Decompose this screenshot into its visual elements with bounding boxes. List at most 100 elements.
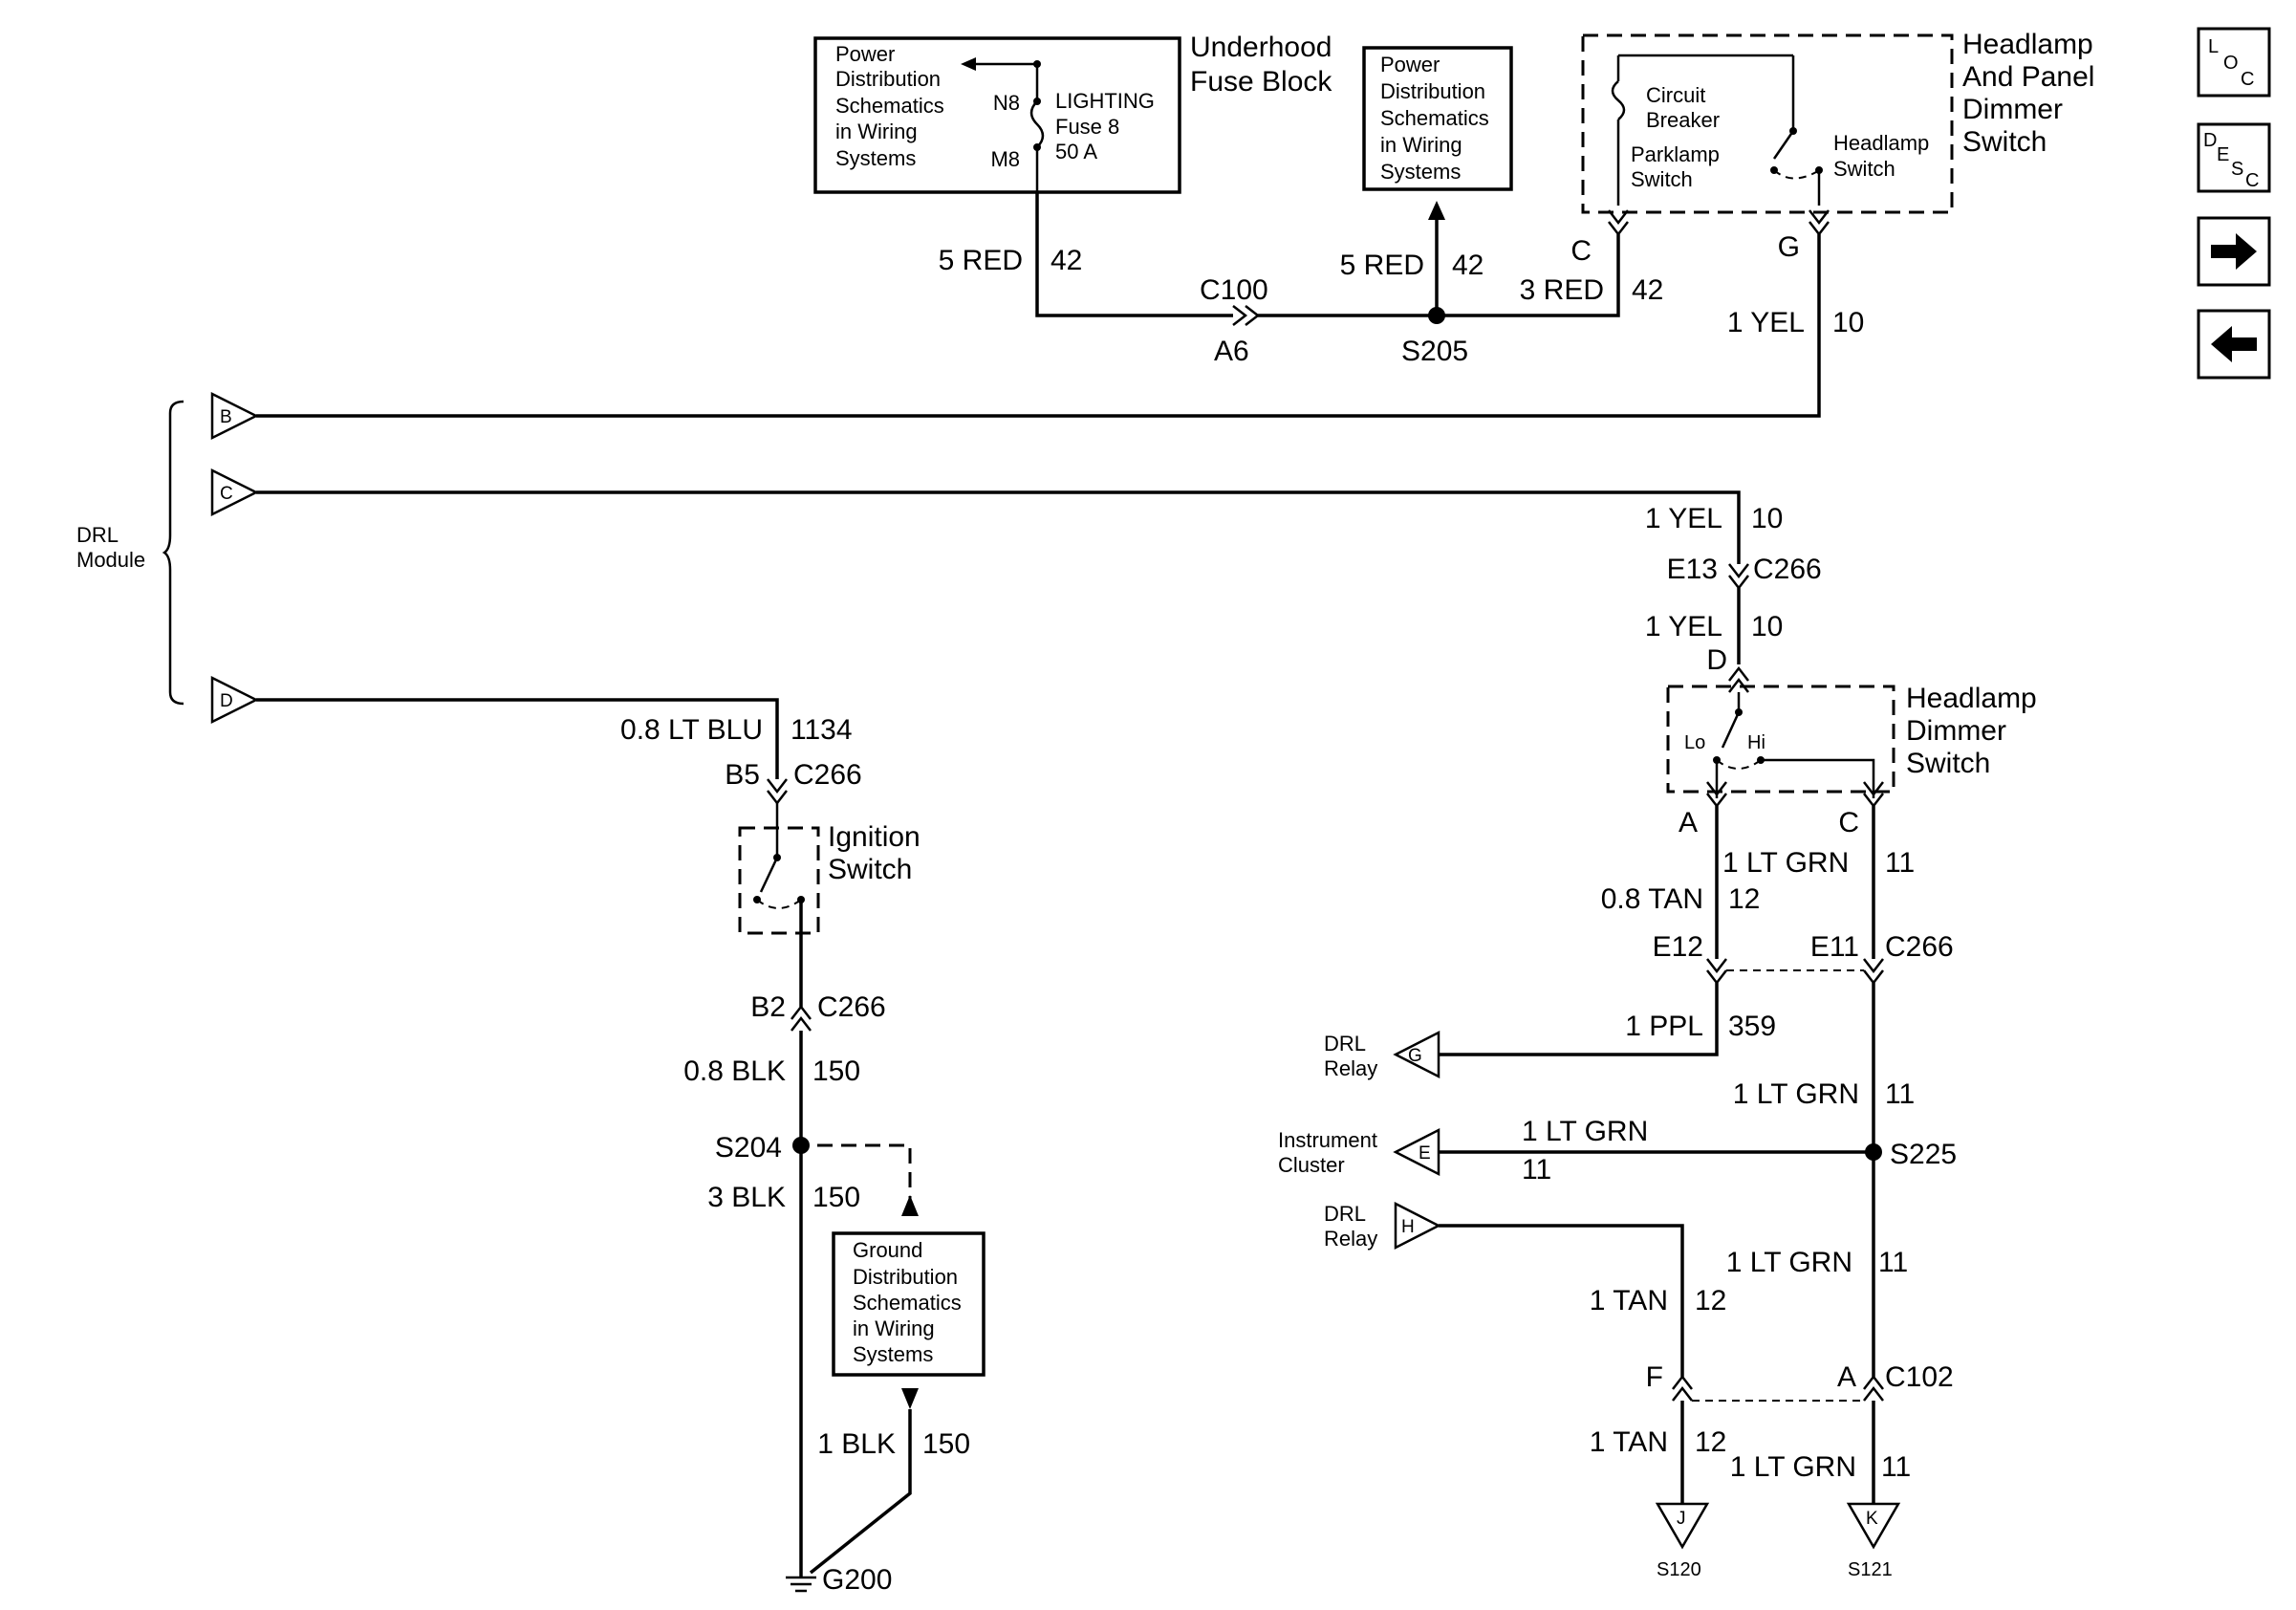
drl-relay-g-pin: G [1408,1046,1422,1066]
connector-c266-b5: C266 [793,759,862,791]
right-connectors: G DRL Relay E Instrument Cluster H DRL R… [1278,1030,1901,1580]
panel-switch-title-1: Headlamp [1962,29,2093,60]
grn3-wire-size: 1 LT GRN [1730,1451,1856,1483]
wire-3-num: 42 [1632,274,1663,306]
loc-button[interactable]: L O C [2197,27,2271,98]
dimmer-switch-link [1716,759,1762,770]
panel-switch-title-4: Switch [1962,126,2047,158]
cluster-label-2: Cluster [1278,1153,1345,1177]
blk-wire-size: 0.8 BLK [683,1055,786,1087]
drl-module-brace [162,400,184,706]
arrow-right-icon [2211,233,2257,270]
right-wire-2-size: 1 YEL [1645,611,1722,642]
power-ref-arrow-icon [1428,201,1445,220]
splice-s205 [1428,307,1445,324]
ignition-switch-link [756,899,802,909]
blk1-wire-num: 150 [922,1428,970,1460]
right-wire-num: 10 [1751,503,1783,534]
ground-ref-arrow-up-icon [901,1195,919,1216]
cluster-e-pin: E [1419,1143,1431,1164]
drl-pin-d-connector [210,675,259,725]
blk1-wire-size: 1 BLK [817,1428,896,1460]
grn-wire-num: 11 [1885,1078,1915,1110]
wire-b-size: 0.8 TAN [1601,883,1703,915]
right-lower-wiring: 1 LT GRN 11 0.8 TAN 12 E12 E11 C266 1 PP… [1439,806,1957,1504]
splice-s204-label: S204 [715,1132,782,1164]
c102-pin-f: F [1646,1361,1663,1393]
fuse-rating: 50 A [1055,140,1097,163]
fuse-ref-line-5: Systems [835,146,916,170]
ground-ref-line-2: Distribution [853,1265,958,1289]
grn2-wire-size: 1 LT GRN [1726,1247,1852,1278]
connector-c266-e11: C266 [1885,931,1954,963]
drl-relay-g-label-2: Relay [1324,1056,1377,1080]
ground-ref-line-4: in Wiring [853,1316,935,1340]
fuse-name: LIGHTING [1055,89,1155,113]
drl-relay-g-label-1: DRL [1324,1032,1366,1055]
right-upper-wiring: 1 YEL 10 E13 C266 1 YEL 10 D [256,490,1822,712]
drl-module-label-1: DRL [76,523,119,547]
drl-pin-d: D [220,691,233,711]
breaker-label-2: Breaker [1646,108,1720,132]
connector-c100: C100 [1200,274,1268,306]
fuse-ref-line-1: Power [835,42,895,66]
next-button[interactable] [2197,216,2271,287]
ignition-label-2: Switch [828,854,912,885]
ppl-wire-size: 1 PPL [1625,1011,1703,1042]
ground-ref-line-1: Ground [853,1238,922,1262]
tan2-wire-size: 1 TAN [1590,1426,1668,1458]
tan-wire-size: 1 TAN [1590,1285,1668,1316]
fuse-block-title-2: Fuse Block [1190,66,1332,98]
underhood-fuse-block: Power Distribution Schematics in Wiring … [813,32,1332,194]
dimmer-title-2: Dimmer [1906,715,2006,747]
dimmer-pin-a: A [1679,807,1698,838]
ppl-wire-num: 359 [1728,1011,1776,1042]
drl-relay-h-pin: H [1401,1217,1415,1237]
blk3-wire-size: 3 BLK [707,1182,786,1213]
power-ref-box [1362,46,1513,191]
blu-wire-size: 0.8 LT BLU [620,714,763,746]
s120-connector [1655,1502,1710,1550]
ground-ref-box [832,1231,986,1377]
tan2-wire-num: 12 [1695,1426,1726,1458]
blu-wire-num: 1134 [791,714,853,746]
drl-pin-c-connector [210,468,259,517]
dimmer-lo: Lo [1684,732,1705,753]
power-ref-line-4: in Wiring [1380,133,1462,157]
c266-pin-e13: E13 [1667,554,1718,585]
headlamp-panel-dimmer-switch: Circuit Breaker Parklamp Switch Headlamp… [1570,29,2094,267]
ref-arrow-icon [961,57,976,71]
left-circuit: Ground Distribution Schematics in Wiring… [256,698,986,1596]
c100-pin-a6: A6 [1214,336,1249,367]
splice-s204 [792,1137,810,1154]
splice-s225-label: S225 [1890,1139,1957,1170]
fuse-ref-line-4: in Wiring [835,120,918,143]
fuse-pin-m8: M8 [990,147,1020,171]
desc-letter-s: S [2231,159,2243,180]
loc-letter-c: C [2241,69,2254,90]
drl-relay-g-connector [1393,1030,1440,1079]
desc-letter-c: C [2245,170,2259,191]
wire-2-num: 42 [1452,250,1484,281]
desc-button[interactable]: D E S C [2197,122,2271,193]
drl-relay-h-label-2: Relay [1324,1227,1377,1251]
dimmer-hi: Hi [1747,732,1765,753]
c102-pin-a: A [1837,1361,1856,1393]
desc-letter-d: D [2203,130,2217,151]
s121-pin: K [1866,1509,1878,1529]
grn3-wire-num: 11 [1881,1451,1911,1483]
dimmer-title-3: Switch [1906,748,1990,779]
prev-button[interactable] [2197,309,2271,380]
headlamp-sw-label-1: Headlamp [1833,131,1929,155]
wire-b-num: 12 [1728,883,1760,915]
connector-c266-b2: C266 [817,991,886,1023]
ground-ref-arrow-down-icon [901,1388,919,1409]
cluster-e-connector [1393,1127,1440,1177]
right-wire-2-num: 10 [1751,611,1783,642]
loc-letter-l: L [2208,36,2219,57]
breaker-label-1: Circuit [1646,83,1705,107]
drl-pin-b-connector [210,391,259,441]
ignition-switch-boundary [738,826,820,935]
wire-a-num: 11 [1885,847,1915,879]
